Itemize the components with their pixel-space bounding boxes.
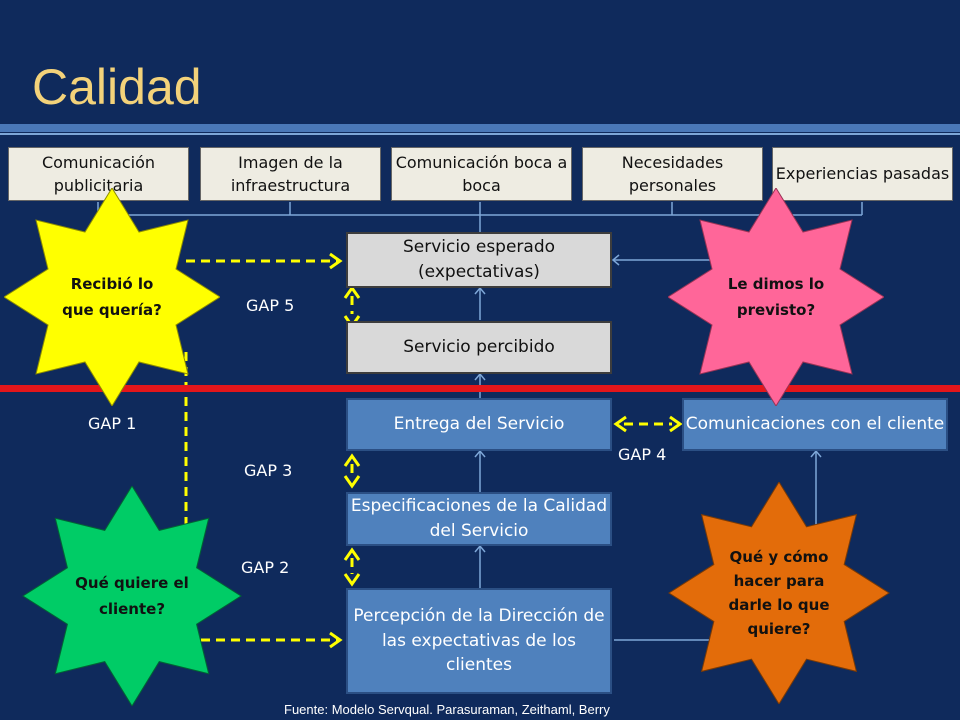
- star-recibio-lo-que-queria: Recibió lo que quería?: [4, 188, 220, 406]
- box-servicio-esperado: Servicio esperado (expectativas): [346, 232, 612, 288]
- star-que-quiere-el-cliente: Qué quiere el cliente?: [22, 486, 242, 706]
- divider-line: [0, 385, 960, 392]
- title-underline: [0, 124, 960, 132]
- gap-5-label: GAP 5: [246, 296, 295, 315]
- title-underline-thin: [0, 133, 960, 135]
- box-comunicaciones-cliente: Comunicaciones con el cliente: [682, 398, 948, 451]
- box-comunicacion-boca-a-boca: Comunicación boca a boca: [391, 147, 572, 201]
- box-experiencias-pasadas: Experiencias pasadas: [772, 147, 953, 201]
- star-le-dimos-lo-previsto: Le dimos lo previsto?: [668, 188, 884, 406]
- gap-4-label: GAP 4: [618, 445, 667, 464]
- gap-1-label: GAP 1: [88, 414, 137, 433]
- box-comunicacion-publicitaria: Comunicación publicitaria: [8, 147, 189, 201]
- gap-2-label: GAP 2: [241, 558, 290, 577]
- box-entrega-servicio: Entrega del Servicio: [346, 398, 612, 451]
- slide-title: Calidad: [32, 59, 202, 115]
- box-servicio-percibido: Servicio percibido: [346, 321, 612, 374]
- gap-3-label: GAP 3: [244, 461, 293, 480]
- box-especificaciones-calidad: Especificaciones de la Calidad del Servi…: [346, 492, 612, 546]
- box-percepcion-direccion: Percepción de la Dirección de las expect…: [346, 588, 612, 694]
- source-caption: Fuente: Modelo Servqual. Parasuraman, Ze…: [284, 702, 610, 717]
- box-necesidades-personales: Necesidades personales: [582, 147, 763, 201]
- box-imagen-infraestructura: Imagen de la infraestructura: [200, 147, 381, 201]
- star-que-y-como-hacer: Qué y cómo hacer para darle lo que quier…: [668, 482, 890, 704]
